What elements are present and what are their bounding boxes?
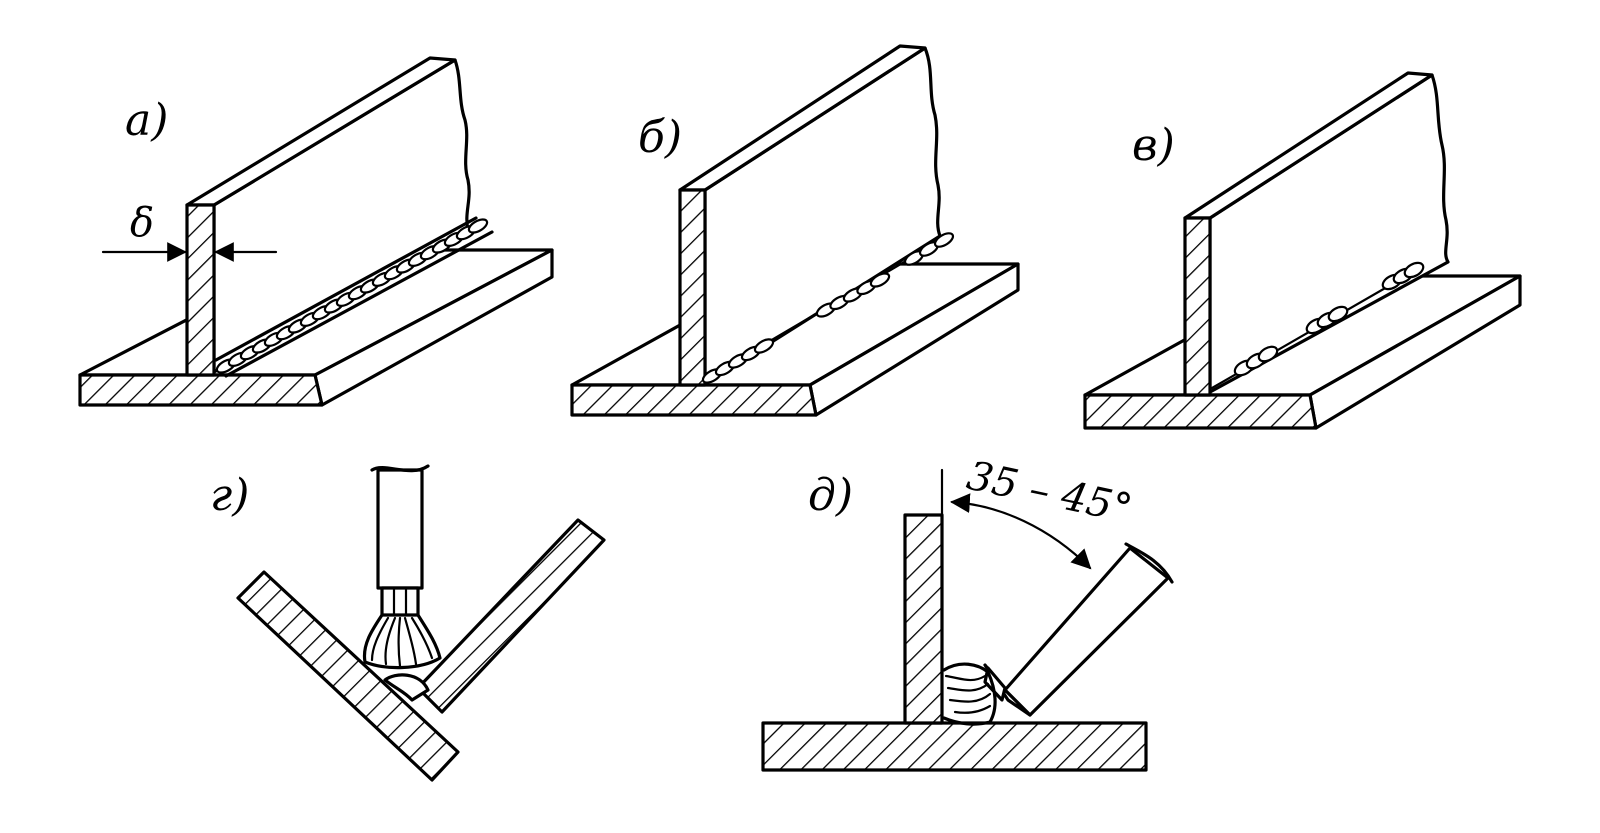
vertical-plate-face (1208, 73, 1450, 394)
weld-pool (383, 673, 430, 702)
panel-label-b: б) (638, 112, 682, 163)
vertical-plate-section (185, 203, 216, 377)
panel-d-inclined-electrode: 35 – 45° д) (761, 453, 1174, 772)
continuous-weld-bead (214, 216, 494, 378)
electrode (370, 464, 430, 617)
weld-ripple (1403, 261, 1425, 279)
base-plate-section (78, 373, 324, 407)
thickness-dimension: δ (101, 200, 278, 262)
panel-a-continuous-weld: δ а) (78, 56, 554, 407)
angle-label: 35 – 45° (963, 453, 1136, 533)
right-inclined-plate (416, 518, 606, 714)
welding-arc (362, 613, 442, 670)
weld-ripple (1327, 305, 1349, 323)
left-inclined-plate (236, 570, 460, 782)
electrode (983, 542, 1174, 717)
panel-label-g: г) (210, 470, 249, 521)
angle-arc (950, 493, 1092, 570)
vertical-plate-section (678, 188, 707, 387)
vertical-plate-face (212, 58, 471, 374)
weld-ripples (215, 218, 489, 374)
weld-ripple (753, 338, 775, 354)
weld-segments (701, 232, 955, 384)
vertical-plate-face (703, 46, 942, 386)
horizontal-plate-section (761, 721, 1148, 772)
panel-v-staggered-intermittent-weld: в) (1083, 71, 1522, 430)
weld-ripple (869, 272, 891, 288)
weld-ripple (1257, 345, 1279, 363)
panel-b-chain-intermittent-weld: б) (570, 44, 1020, 417)
weld-ripple (467, 218, 489, 234)
base-plate-section (570, 383, 818, 417)
weld-ripple (933, 232, 955, 248)
vertical-plate-section (903, 513, 944, 725)
base-plate-section (1083, 393, 1318, 430)
thickness-symbol: δ (130, 200, 154, 246)
panel-label-a: а) (125, 95, 168, 146)
weld-segments (1233, 261, 1425, 377)
panel-g-boat-position: г) (210, 464, 606, 782)
panel-label-d: д) (808, 470, 853, 521)
welding-arc (942, 662, 997, 726)
panel-label-v: в) (1132, 120, 1175, 171)
vertical-plate-section (1183, 216, 1212, 397)
